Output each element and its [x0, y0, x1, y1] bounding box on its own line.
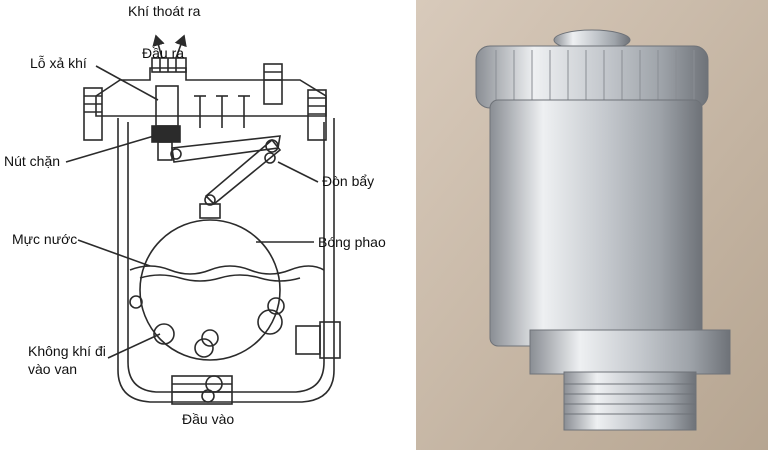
stopper-stem	[157, 141, 173, 161]
valve-thread	[563, 371, 697, 431]
valve-knurled-cap	[475, 45, 709, 109]
label-vent-hole: Lỗ xả khí	[30, 55, 87, 71]
left-bolt	[83, 87, 103, 141]
label-air-in-2: vào van	[28, 361, 77, 377]
leader-water-level	[77, 239, 151, 267]
outlet-nozzle	[151, 57, 187, 73]
lever-arm	[171, 135, 281, 163]
valve-body-inner	[127, 122, 325, 393]
label-float-ball: Bóng phao	[318, 234, 386, 250]
float-stem	[199, 203, 221, 219]
valve-hex-nut	[529, 329, 731, 375]
exhaust-arrow-right	[174, 34, 187, 59]
label-outlet: Đầu ra	[142, 45, 184, 61]
side-port	[319, 321, 341, 359]
valve-body	[117, 118, 335, 403]
valve-photo	[416, 0, 768, 450]
top-right-bolt	[263, 63, 283, 105]
valve-body-cylinder	[489, 99, 703, 347]
label-inlet: Đầu vào	[182, 411, 234, 427]
leader-stopper	[65, 135, 155, 163]
label-air-in-1: Không khí đi	[28, 343, 106, 359]
stopper	[151, 125, 181, 143]
label-water-level: Mực nước	[12, 231, 77, 247]
inlet-pipe	[171, 375, 233, 405]
label-outlet-air: Khí thoát ra	[128, 3, 201, 19]
air-vent-valve-diagram: Khí thoát ra Đầu ra Lỗ xả khí Nút chặn Đ…	[4, 3, 386, 427]
water-level	[129, 265, 325, 275]
exhaust-arrow-left	[152, 34, 165, 59]
leader-air-in	[107, 333, 161, 359]
label-stopper: Nút chặn	[4, 153, 60, 169]
leader-vent-hole	[95, 65, 159, 101]
right-bolt	[307, 89, 327, 141]
float-ball	[139, 219, 281, 361]
vent-hole	[155, 85, 179, 127]
label-lever: Đòn bẩy	[322, 173, 374, 189]
leader-lever	[277, 161, 319, 183]
valve-cover	[95, 67, 327, 117]
